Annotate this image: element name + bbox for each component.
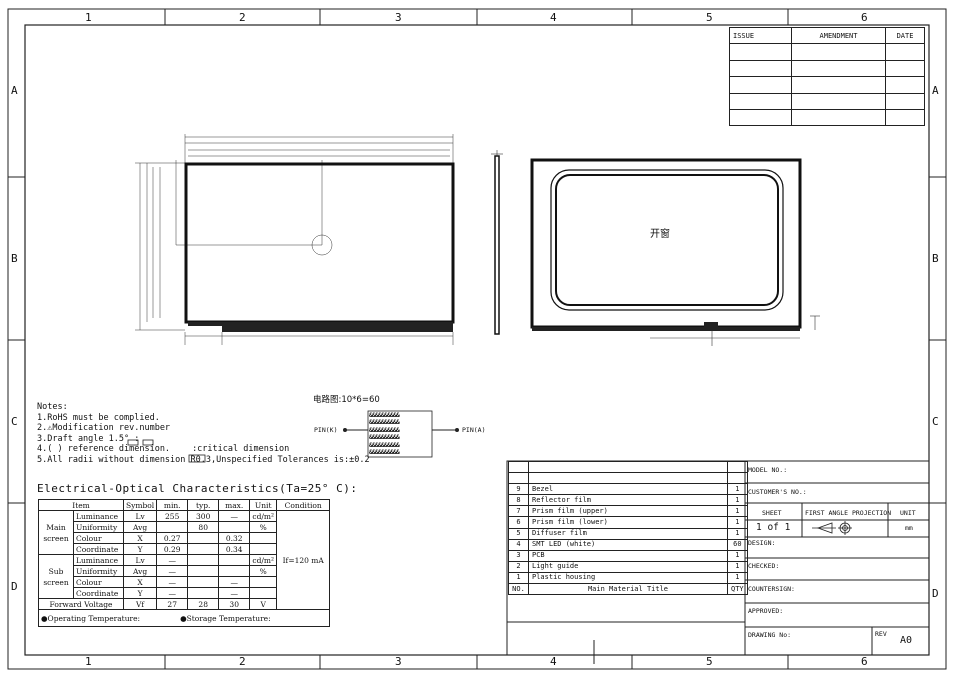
temperature-row: ●Operating Temperature:●Storage Temperat… [37, 609, 331, 627]
note-5: 5.All radii without dimension R0.3,Unspe… [37, 454, 370, 465]
col-label-6: 6 [861, 11, 868, 24]
col-label-4-bottom: 4 [550, 655, 557, 668]
note-2: 2.⚠Modification rev.number [37, 423, 171, 433]
notes-heading: Notes: [37, 402, 68, 412]
main-screen-label: Main screen [38, 510, 74, 555]
drawing-no-label: DRAWING No: [748, 631, 792, 639]
model-no-label: MODEL NO.: [748, 466, 788, 474]
eo-title: Electrical-Optical Characteristics(Ta=25… [37, 482, 358, 495]
note-1: 1.RoHS must be complied. [37, 412, 160, 423]
led-circuit [343, 410, 459, 458]
critical-dimension-label: :critical dimension [192, 444, 290, 454]
design-label: DESIGN: [748, 539, 776, 547]
col-label-1-bottom: 1 [85, 655, 92, 668]
row-label-d: D [11, 580, 18, 593]
bom-header-no: NO. [508, 583, 529, 596]
rev-header-issue: ISSUE [729, 26, 792, 45]
row-label-c-right: C [932, 415, 939, 428]
customer-no-label: CUSTOMER'S NO.: [748, 488, 807, 496]
row-label-c: C [11, 415, 18, 428]
front-view [135, 134, 455, 345]
revision-table: ISSUE AMENDMENT DATE [729, 26, 925, 127]
bom-header-qty: QTY [727, 583, 748, 596]
unit-value: mm [905, 524, 913, 532]
rev-header-amendment: AMENDMENT [791, 26, 886, 45]
pin-k-label: PIN(K) [314, 426, 338, 434]
first-angle-projection-icon [812, 521, 852, 535]
projection-label: FIRST ANGLE PROJECTION [805, 509, 892, 517]
notes: Notes: 1.RoHS must be complied. 2.⚠Modif… [37, 402, 370, 465]
row-label-a-right: A [932, 84, 939, 97]
sheet-label: SHEET [762, 509, 782, 517]
countersign-label: COUNTERSIGN: [748, 585, 795, 593]
unit-label: UNIT [900, 509, 916, 517]
col-label-5: 5 [706, 11, 713, 24]
row-label-d-right: D [932, 587, 939, 600]
row-label-a: A [11, 84, 18, 97]
rev-header-date: DATE [885, 26, 925, 45]
note-4: 4.( ) reference dimension.:critical dime… [37, 444, 290, 454]
pin-a-label: PIN(A) [462, 426, 486, 434]
row-label-b: B [11, 252, 18, 265]
sub-screen-label: Sub screen [38, 554, 74, 599]
condition: If=120 mA [276, 510, 331, 610]
bom-header-title: Main Material Title [528, 583, 728, 596]
col-label-6-bottom: 6 [861, 655, 868, 668]
col-label-1: 1 [85, 11, 92, 24]
approved-label: APPROVED: [748, 607, 784, 615]
side-view [491, 150, 503, 335]
col-label-3-bottom: 3 [395, 655, 402, 668]
col-label-5-bottom: 5 [706, 655, 713, 668]
col-label-2-bottom: 2 [239, 655, 246, 668]
note-3: 3.Draft angle 1.5° : [37, 433, 140, 444]
back-view [530, 158, 820, 346]
rev-label: REV [875, 630, 887, 638]
col-label-4: 4 [550, 11, 557, 24]
window-label: 开窗 [650, 229, 670, 240]
eo-table: Item Symbol min. typ. max. Unit Conditio… [37, 499, 331, 627]
row-label-b-right: B [932, 252, 939, 265]
rev-value: A0 [900, 635, 913, 646]
led-array: &&&&&&&&&&&&&&&&&&&&&&&&&&&&&& &&&&&&&&&… [369, 412, 400, 457]
circuit-title: 电路图:10*6=60 [313, 395, 380, 405]
checked-label: CHECKED: [748, 562, 780, 570]
col-label-3: 3 [395, 11, 402, 24]
col-label-2: 2 [239, 11, 246, 24]
sheet-value: 1 of 1 [756, 522, 791, 533]
